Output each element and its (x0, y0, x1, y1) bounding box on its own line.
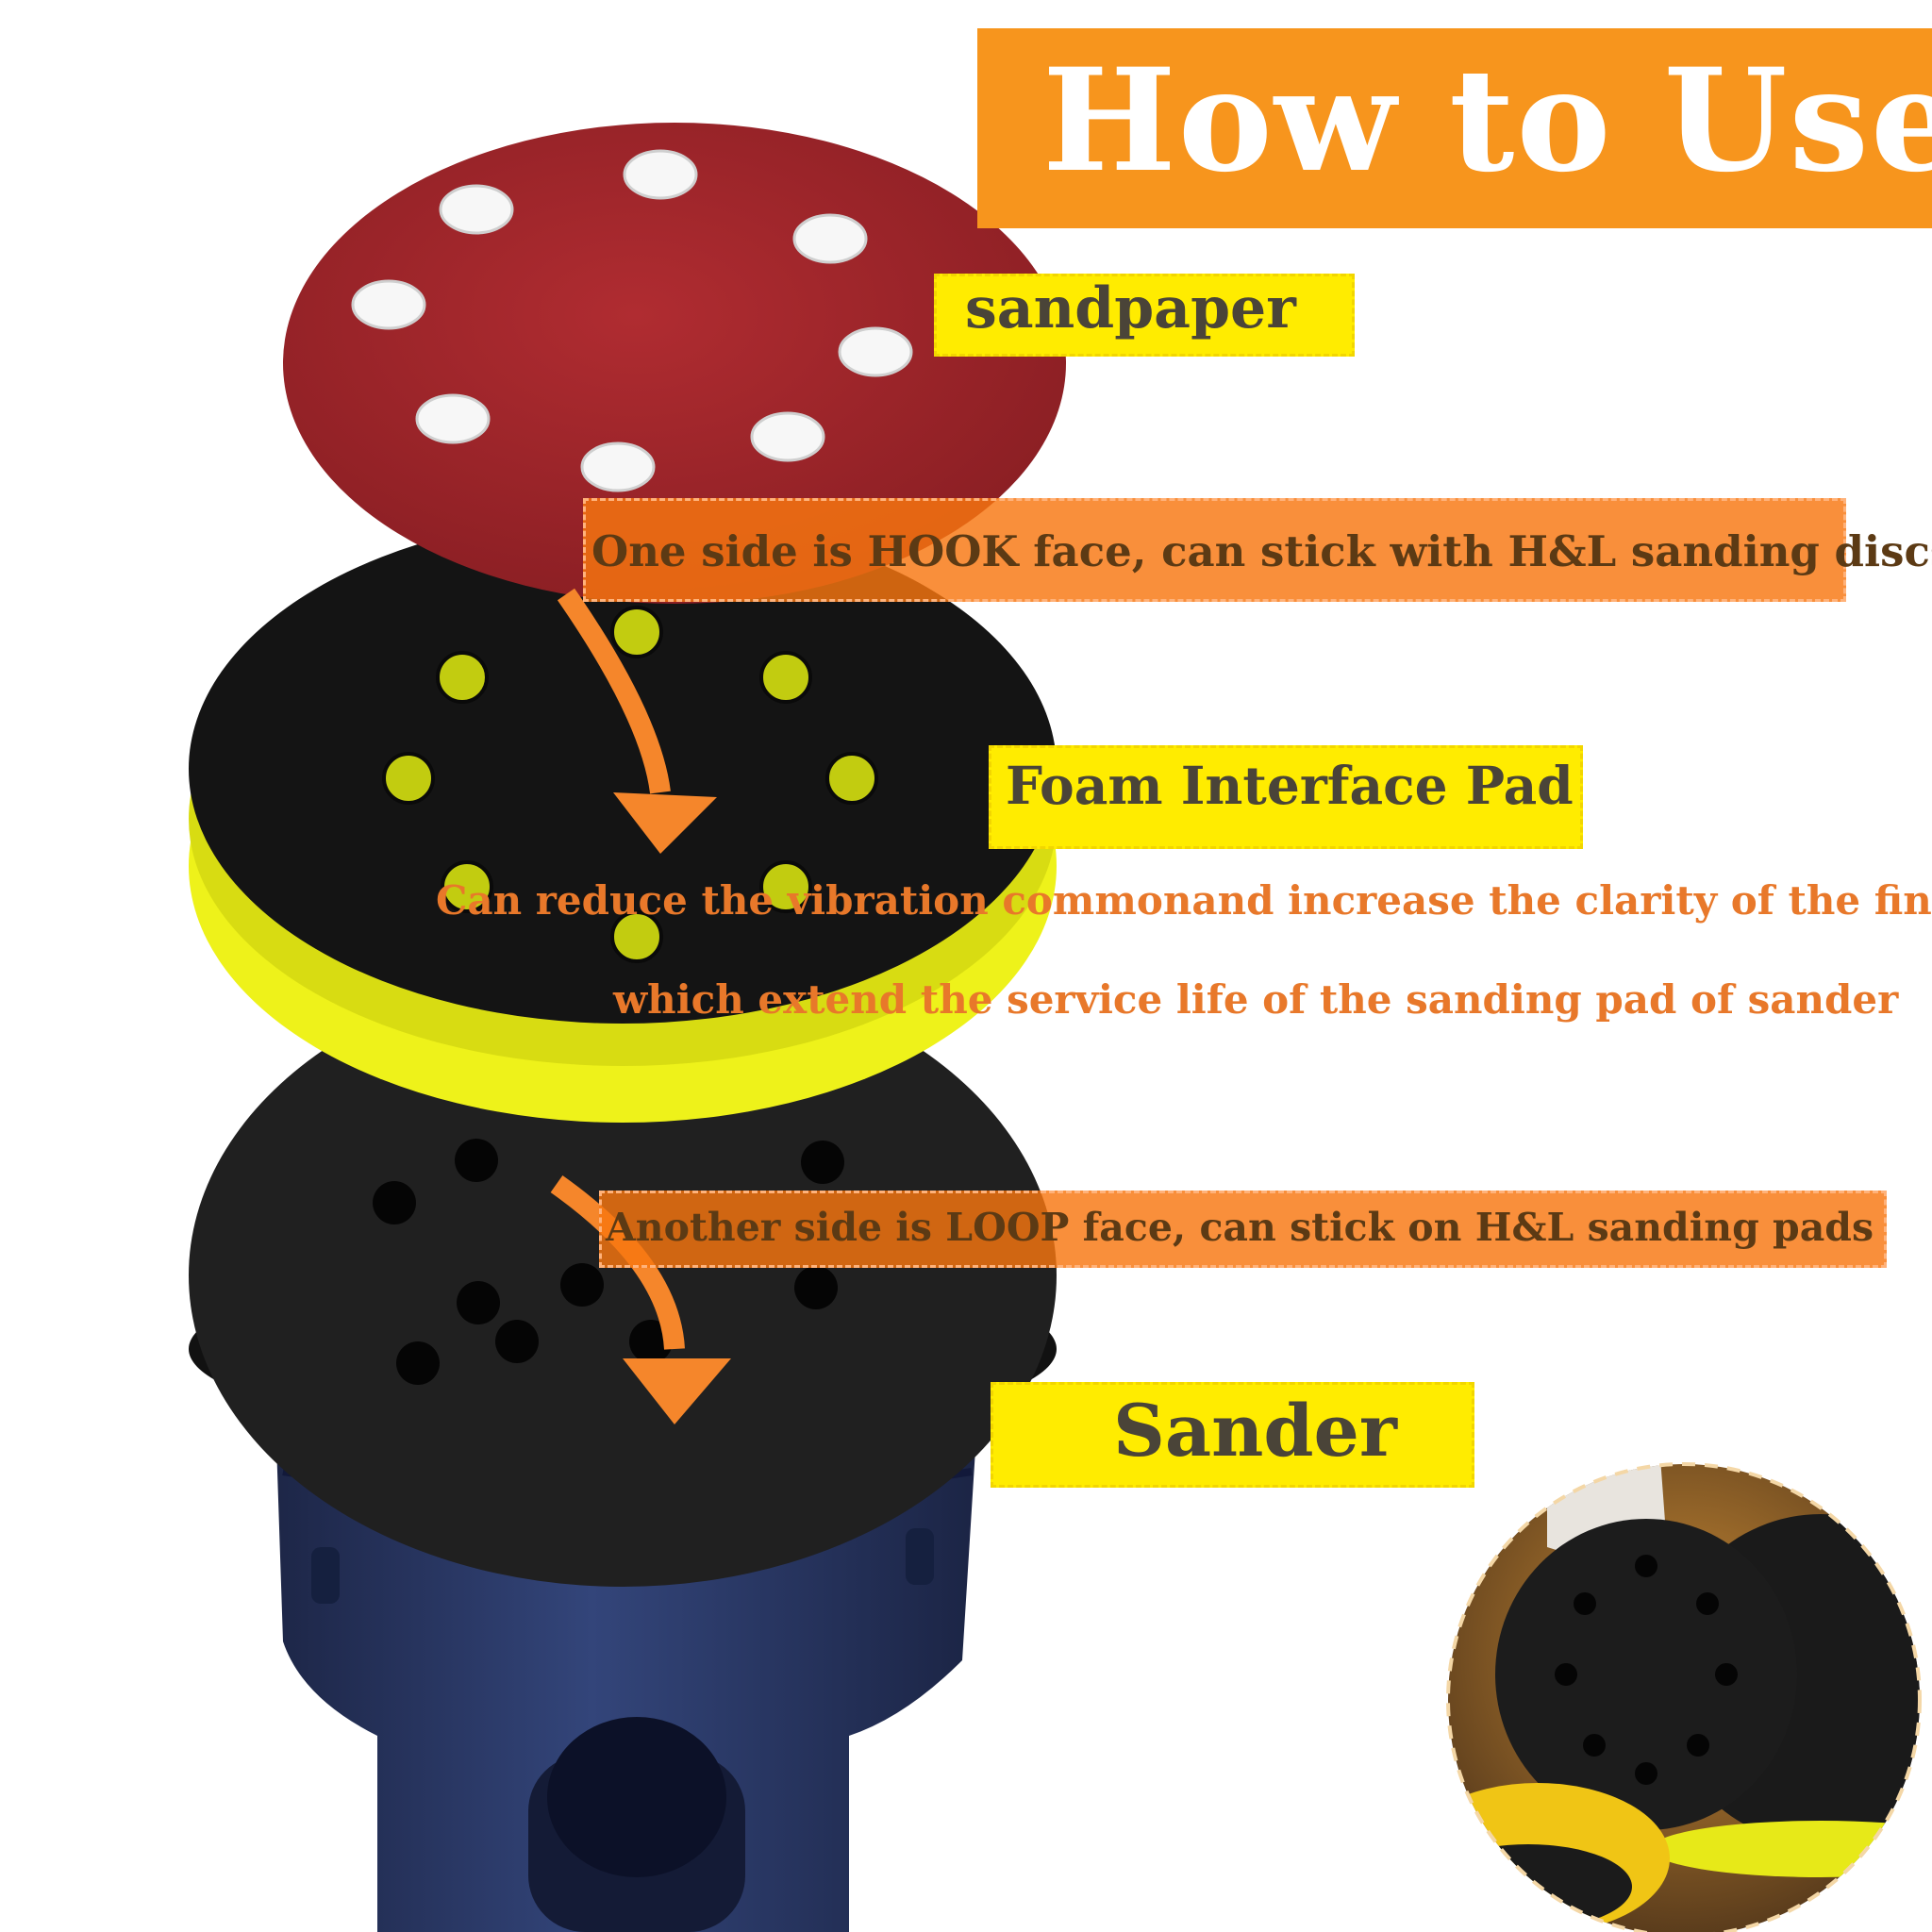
arrow-icon (557, 588, 717, 854)
loop-face-note-box (599, 1191, 1887, 1268)
inset-photo (1446, 1462, 1922, 1932)
foam-pad-label-box (989, 745, 1583, 849)
sander-label: Sander (1113, 1389, 1397, 1473)
title-banner (977, 28, 1932, 228)
sandpaper-label-box (934, 274, 1355, 357)
loop-face-note: Another side is LOOP face, can stick on … (606, 1205, 1874, 1250)
hook-face-note-box (583, 498, 1846, 602)
sandpaper-label: sandpaper (965, 275, 1296, 341)
service-life-note: which extend the service life of the san… (613, 976, 1899, 1023)
sandpaper-disc (283, 123, 1066, 604)
foam-interface-pad (189, 514, 1057, 1123)
hook-face-note: One side is HOOK face, can stick with H&… (591, 526, 1932, 576)
foam-pad-label: Foam Interface Pad (1006, 755, 1574, 816)
vibration-note: Can reduce the vibration commonand incre… (436, 877, 1932, 924)
sander-pad (189, 964, 1057, 1587)
sander-label-box (991, 1382, 1474, 1488)
page-title: How to Use (1042, 38, 1932, 204)
